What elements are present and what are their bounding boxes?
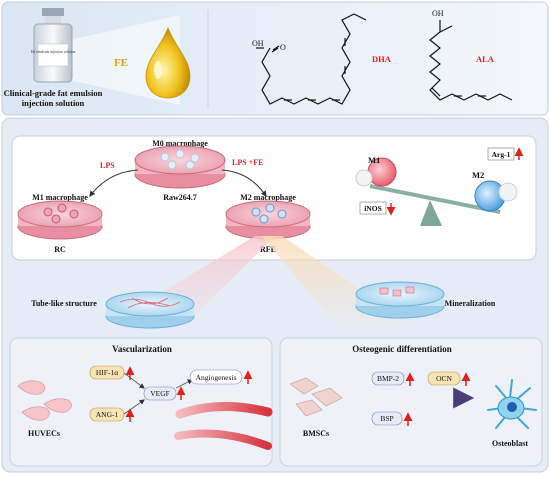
osteoblast-label: Osteoblast <box>492 439 528 448</box>
dha-oh-label: OH <box>252 39 264 48</box>
ocn-label: OCN <box>436 374 452 383</box>
mineral-dish <box>355 281 445 319</box>
ocn-box <box>427 371 461 386</box>
m2-dish <box>225 200 311 240</box>
hif-label: HIF-1α <box>96 368 118 377</box>
m2-label: M2 macrophage <box>240 193 296 202</box>
lps-fe-label: LPS +FE <box>232 158 263 167</box>
vegf-label: VEGF <box>150 389 170 398</box>
ang-label: ANG-1 <box>96 410 119 419</box>
lps-arrow <box>89 169 139 197</box>
balance-scale <box>355 157 518 226</box>
bmp-label: BMP-2 <box>377 374 399 383</box>
ala-structure <box>429 20 513 101</box>
balance-m1-label: M1 <box>368 155 380 165</box>
ang-to-vegf <box>123 399 145 415</box>
lps-fe-arrow <box>221 169 267 197</box>
hif-box <box>89 365 125 380</box>
dha-structure <box>256 13 367 105</box>
arg1-label: Arg-1 <box>492 150 511 159</box>
drop-highlight <box>154 61 162 79</box>
hif-to-vegf <box>123 372 145 389</box>
bmsc-cells <box>289 377 343 417</box>
inos-box <box>359 201 387 215</box>
angio-label: Angiogenesis <box>196 373 237 382</box>
ala-oh-label: OH <box>432 9 444 18</box>
blood-vessel-icon-2 <box>174 429 272 450</box>
vial-caption-line1: Clinical-grade fat emulsion <box>4 88 103 98</box>
tube-label: Tube-like structure <box>31 299 97 308</box>
m0-dish <box>134 145 226 189</box>
bmsc-label: BMSCs <box>303 429 329 438</box>
vial-caption-line2: injection solution <box>22 98 85 108</box>
vascularization-panel: Vascularization HUVECs HIF-1α ANG-1 VEGF… <box>9 337 273 467</box>
vasc-title: Vascularization <box>112 344 172 354</box>
m0-label: M0 macrophage <box>152 139 208 148</box>
bmp-box <box>371 371 405 386</box>
m2-small-cell-icon <box>498 182 518 202</box>
ala-label: ALA <box>476 54 495 64</box>
inos-label: iNOS <box>364 204 382 213</box>
arg1-box <box>487 147 515 161</box>
vegf-box <box>143 386 177 401</box>
bsp-label: BSP <box>380 414 393 423</box>
rfe-label: RFE <box>260 245 276 254</box>
vegf-to-angio <box>175 379 193 389</box>
osteogenic-panel: Osteogenic differentiation BMSCs BMP-2 O… <box>279 337 543 467</box>
osteoblast-icon <box>487 379 537 429</box>
balance-m2-label: M2 <box>472 170 484 180</box>
m1-label: M1 macrophage <box>32 193 88 202</box>
ang-box <box>89 407 125 422</box>
mineral-label: Mineralization <box>445 299 496 308</box>
top-panel: Fat emulsion injection solution Clinical… <box>1 1 549 116</box>
tube-dish <box>105 291 195 329</box>
vial-label: Fat emulsion injection solution <box>31 50 76 54</box>
dha-label: DHA <box>372 54 392 64</box>
m0-cell-line: Raw264.7 <box>163 193 197 202</box>
m1-small-cell-icon <box>355 169 373 187</box>
angio-box <box>189 369 243 385</box>
macrophage-panel: M0 macrophage Raw264.7 LPS LPS +FE M1 ma… <box>11 135 537 261</box>
huvec-cells <box>17 380 72 421</box>
dha-o-label: O <box>280 43 286 52</box>
osteo-title: Osteogenic differentiation <box>352 344 452 354</box>
m1-dish <box>17 200 103 240</box>
oil-drop-icon <box>145 26 191 99</box>
bsp-box <box>371 411 403 426</box>
blood-vessel-icon <box>175 402 273 419</box>
lps-label: LPS <box>100 161 115 170</box>
rc-label: RC <box>54 245 66 254</box>
huvec-label: HUVECs <box>28 429 60 438</box>
fe-label: FE <box>114 57 128 69</box>
vial-icon <box>33 8 73 83</box>
